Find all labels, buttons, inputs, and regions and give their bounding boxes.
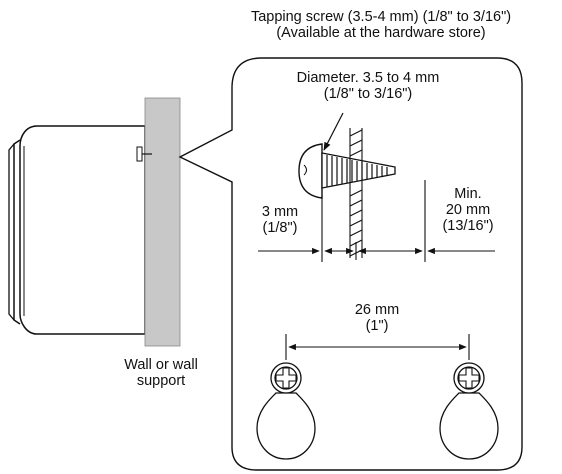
wall-label: Wall or wall support [96,357,226,389]
head-length-line2: (1/8") [262,220,298,236]
screw-label: Tapping screw (3.5-4 mm) (1/8" to 3/16")… [200,9,562,41]
wall-label-line2: support [136,373,186,389]
wall-section [349,128,363,258]
spacing-dimension [285,334,470,360]
diameter-label-line2: (1/8" to 3/16") [323,86,413,102]
min-length-line2: 20 mm [445,202,491,218]
wall-screw [136,146,152,162]
head-length-label: 3 mm (1/8") [245,204,315,236]
spacing-line2: (1") [365,318,389,334]
speaker-side-view [8,125,146,335]
spacing-line1: 26 mm [354,302,400,318]
min-length-label: Min. 20 mm (13/16") [420,186,516,234]
keyhole-right [439,362,499,460]
min-length-line3: (13/16") [442,218,494,234]
head-length-line1: 3 mm [261,204,299,220]
screw-label-line2: (Available at the hardware store) [276,25,486,41]
screw-head [298,143,323,199]
screw-label-line1: Tapping screw (3.5-4 mm) (1/8" to 3/16") [250,9,512,25]
callout-bubble [178,57,523,471]
diameter-arrow [323,112,344,151]
diameter-label: Diameter. 3.5 to 4 mm (1/8" to 3/16") [268,70,468,102]
diameter-label-line1: Diameter. 3.5 to 4 mm [296,70,440,86]
dimension-lines [258,180,495,262]
wall-label-line1: Wall or wall [124,357,198,373]
min-length-line1: Min. [454,186,482,202]
keyhole-left [256,362,316,460]
screw-shaft [321,152,396,189]
wall [144,97,181,347]
spacing-label: 26 mm (1") [327,302,427,334]
